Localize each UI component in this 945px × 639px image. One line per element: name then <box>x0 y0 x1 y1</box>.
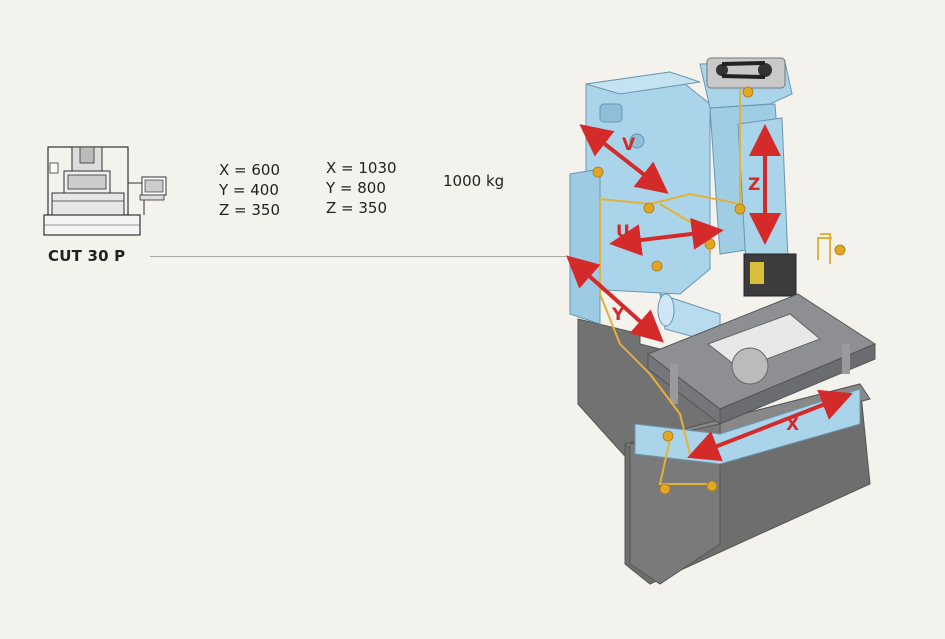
travel-x: X = 600 <box>219 161 281 179</box>
travel-y: Y = 400 <box>219 181 279 199</box>
divider-line <box>150 256 566 257</box>
max-weight: 1000 kg <box>443 172 505 190</box>
model-name: CUT 30 P <box>48 247 126 265</box>
table-y: Y = 800 <box>326 179 386 197</box>
axis-label-y: Y <box>611 305 625 325</box>
axis-label-x: X <box>786 415 799 435</box>
travel-z: Z = 350 <box>219 201 281 219</box>
machine-axes-diagram: V U Z Y X <box>566 57 877 585</box>
axis-label-v: V <box>622 135 636 155</box>
axis-label-z: Z <box>748 175 760 195</box>
axis-travels-spec: X = 600 Y = 400 Z = 350 <box>219 160 280 220</box>
table-x: X = 1030 <box>326 159 397 177</box>
machine-thumbnail-icon <box>43 146 167 236</box>
table-z: Z = 350 <box>326 199 388 217</box>
axis-label-u: U <box>616 222 630 242</box>
table-dimensions-spec: X = 1030 Y = 800 Z = 350 <box>326 158 397 218</box>
